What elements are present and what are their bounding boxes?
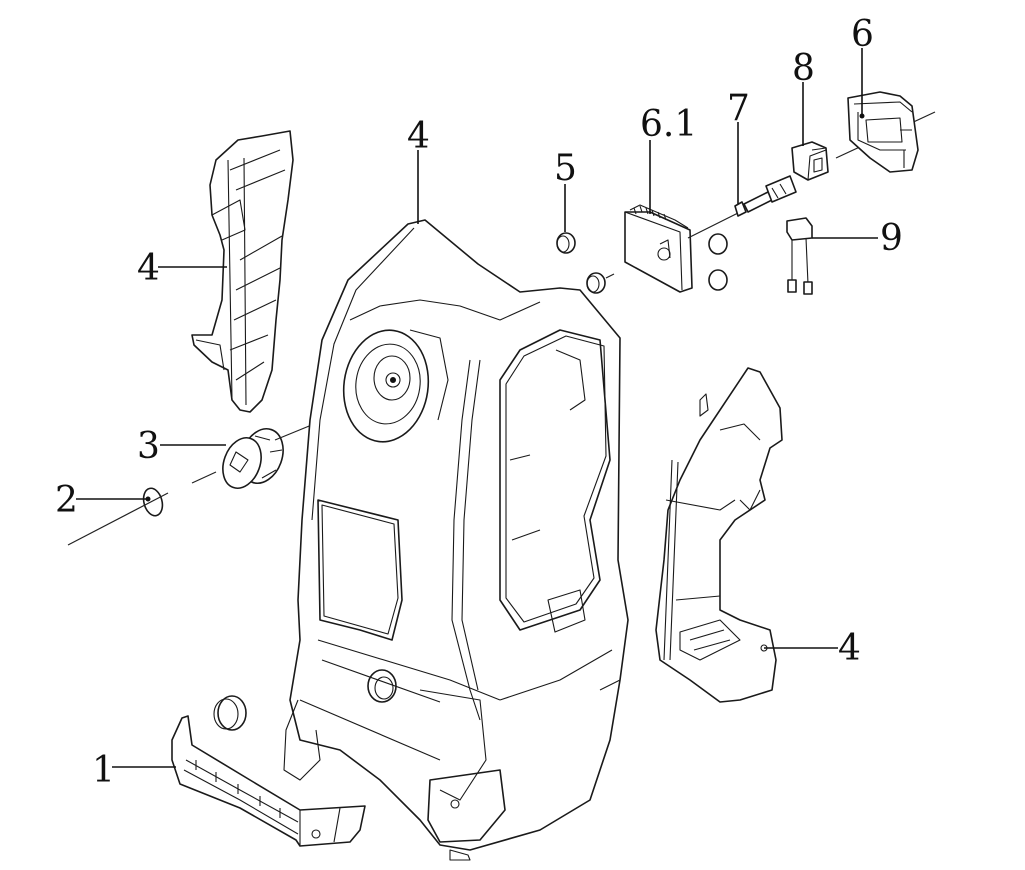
part-front-bumper xyxy=(171,715,366,847)
callout-label-8: 8 xyxy=(792,48,815,89)
part-pcb-module xyxy=(624,204,693,293)
part-cable-connector xyxy=(734,175,797,217)
part-main-housing xyxy=(283,219,629,861)
callout-label-4-right: 4 xyxy=(838,628,861,669)
part-switch-bracket xyxy=(847,91,919,173)
callout-label-5: 5 xyxy=(554,148,577,189)
callout-label-7: 7 xyxy=(727,88,750,129)
leader-lines xyxy=(76,48,878,768)
part-bushings xyxy=(556,232,728,294)
part-small-plug xyxy=(213,695,247,731)
part-cap-disc xyxy=(142,487,164,517)
callout-label-3: 3 xyxy=(137,426,160,467)
callout-label-4-left: 4 xyxy=(137,248,160,289)
part-rotary-knob xyxy=(222,428,284,489)
callout-label-9: 9 xyxy=(880,218,903,259)
part-right-handle-shell xyxy=(655,367,783,703)
callout-label-6: 6 xyxy=(851,14,874,55)
callout-label-2: 2 xyxy=(55,480,78,521)
part-left-handle-shell xyxy=(191,130,294,413)
part-capacitor xyxy=(786,217,813,295)
callout-label-1: 1 xyxy=(92,750,115,791)
callout-label-4-main: 4 xyxy=(407,116,430,157)
part-rocker-switch xyxy=(791,141,829,181)
callout-label-6-1: 6.1 xyxy=(640,104,697,145)
